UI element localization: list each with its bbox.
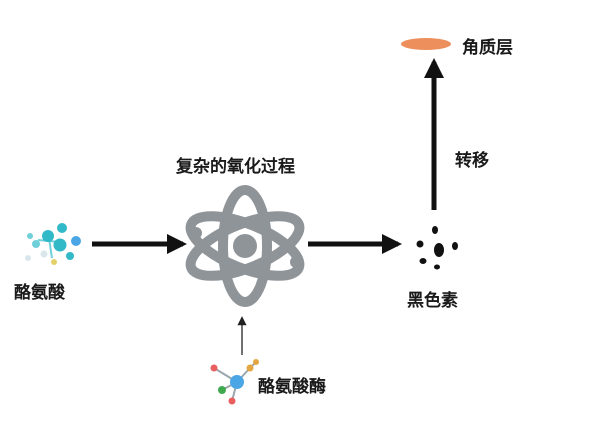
transfer-label: 转移: [455, 151, 489, 171]
oxidation-process-label: 复杂的氧化过程: [176, 157, 295, 177]
pigment-dots-icon: [416, 226, 458, 270]
skin-layer-icon: [401, 38, 451, 50]
tyrosine-label: 酪氨酸: [14, 283, 65, 303]
atom-icon: [185, 185, 305, 307]
molecule-cluster-icon: [25, 223, 81, 265]
enzyme-molecule-icon: [210, 359, 259, 405]
tyrosinase-label: 酪氨酸酶: [258, 377, 326, 397]
melanin-label: 黑色素: [407, 291, 458, 311]
stratum-corneum-label: 角质层: [462, 38, 513, 58]
